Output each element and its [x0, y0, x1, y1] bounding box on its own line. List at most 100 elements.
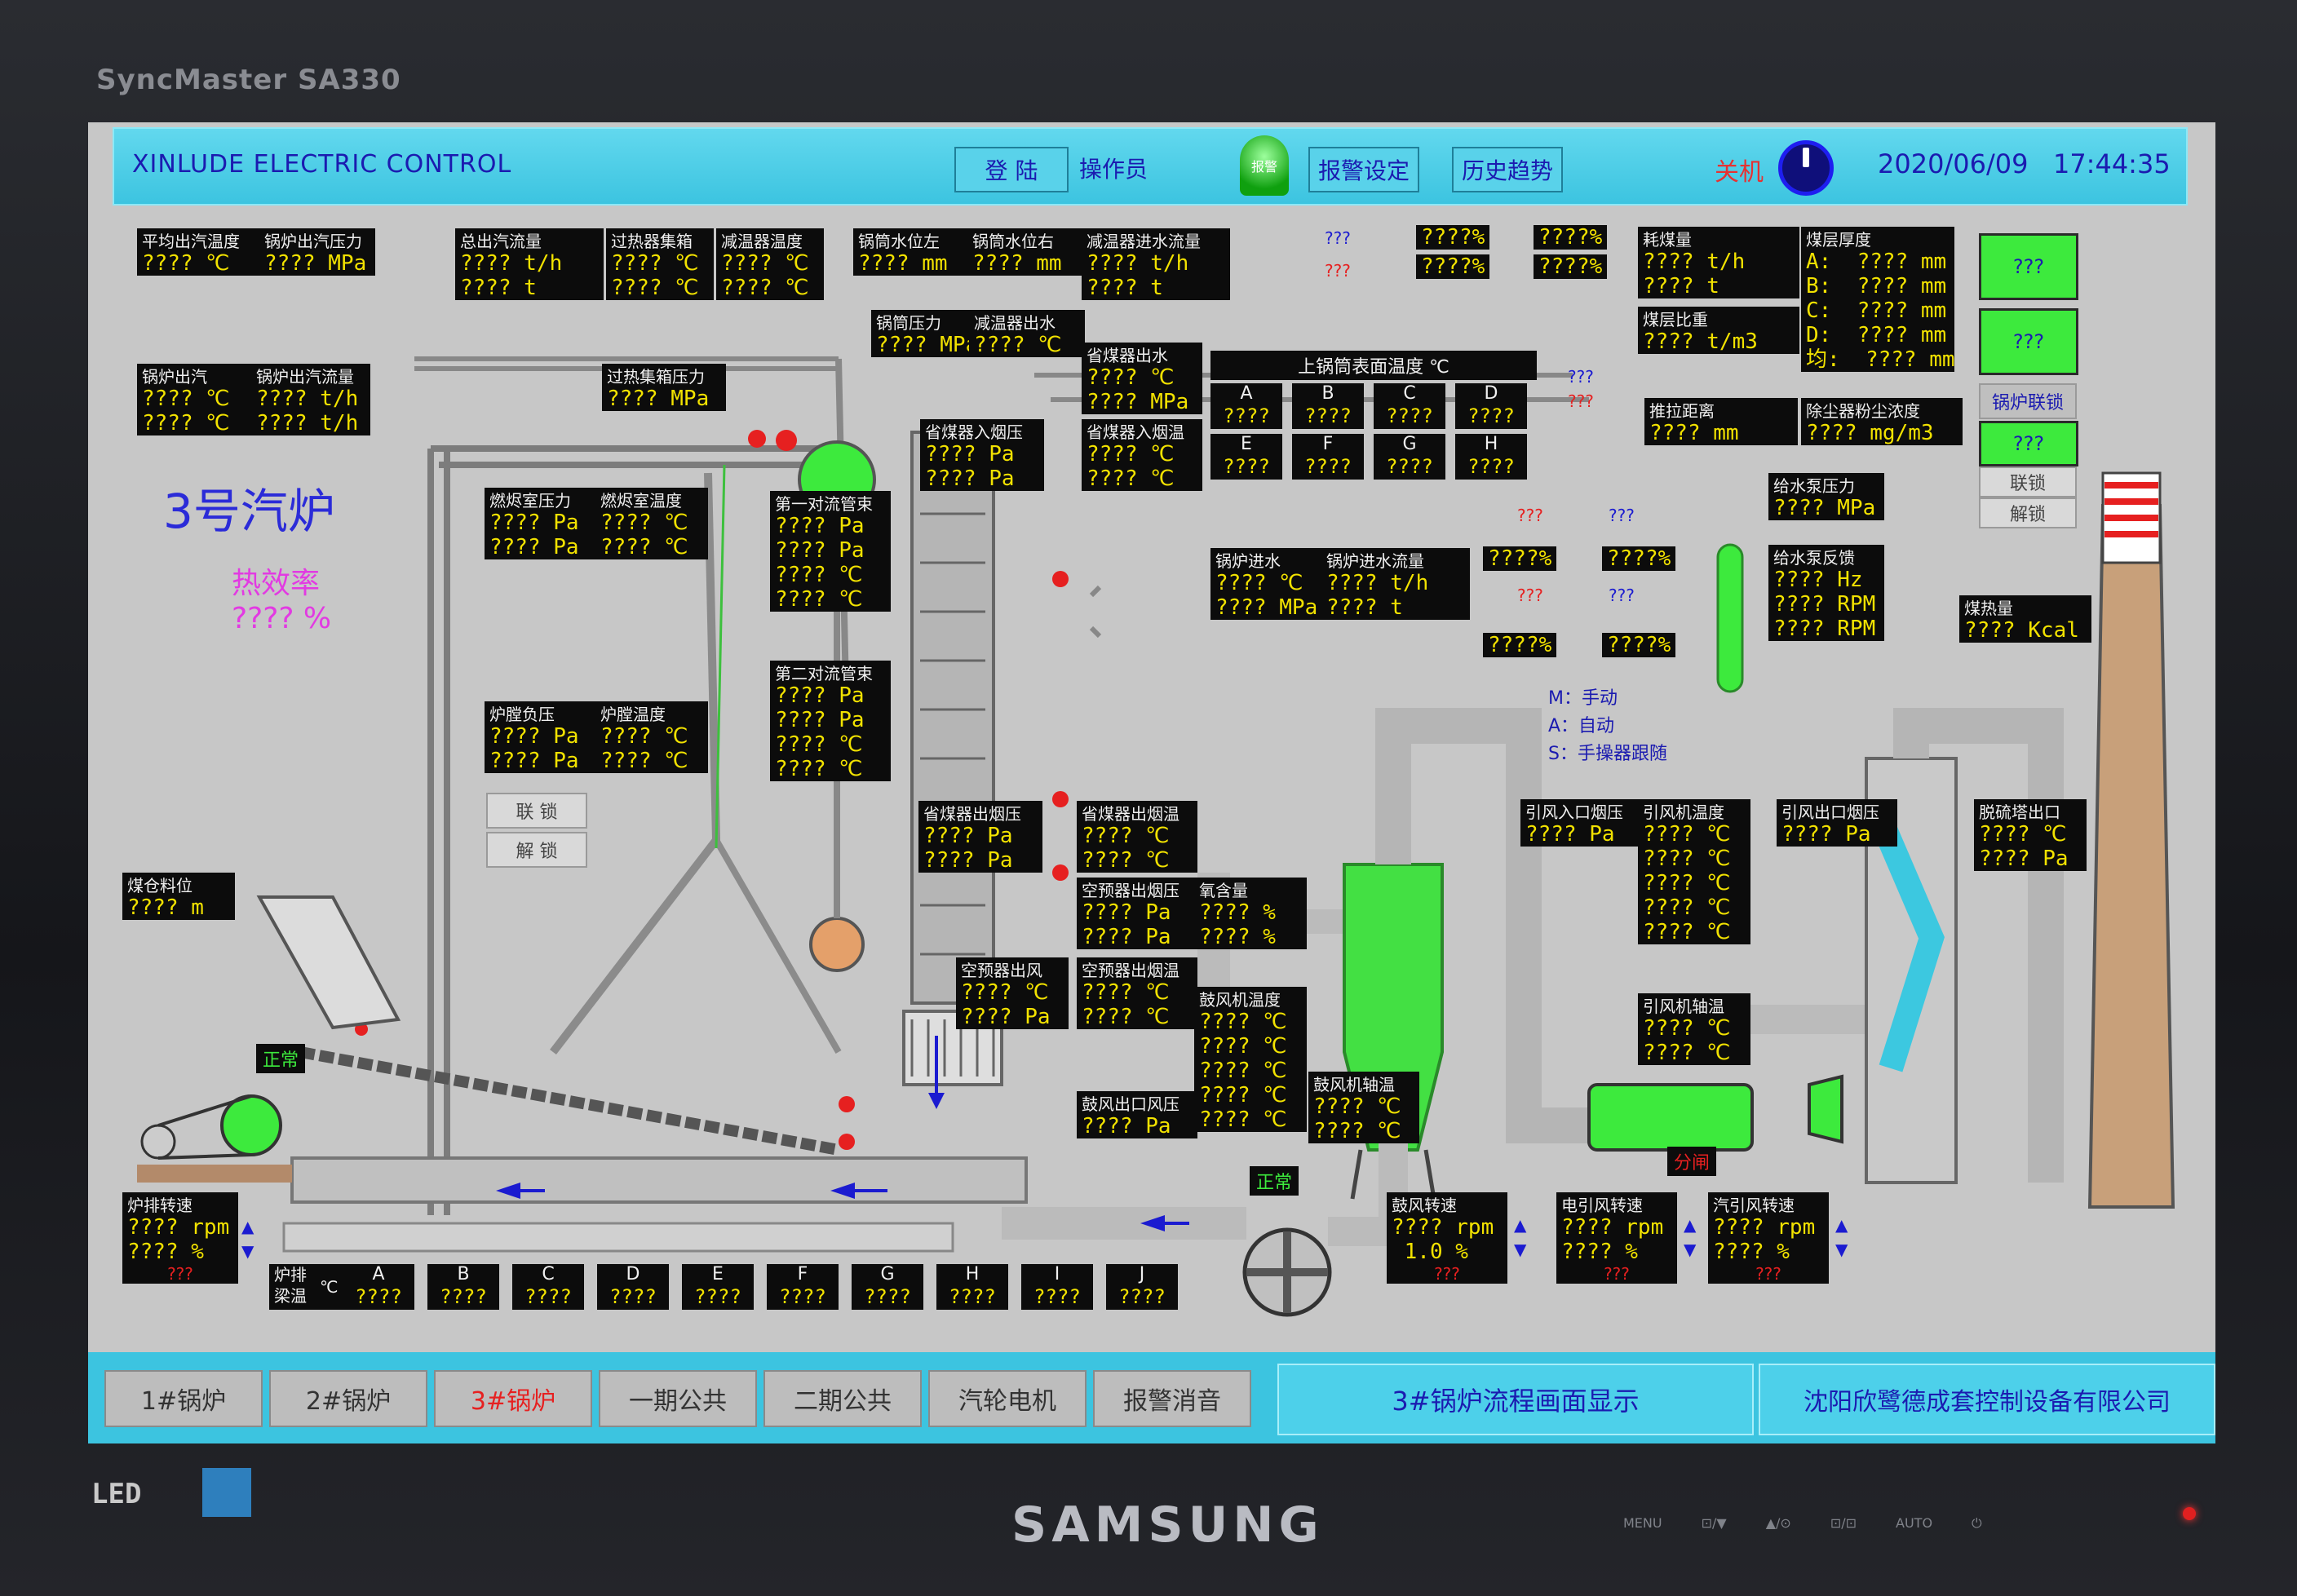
alarm-settings-button[interactable]: 报警设定 — [1308, 147, 1419, 192]
electric-id-stepper[interactable]: ▲▼ — [1684, 1215, 1702, 1259]
samsung-logo: SAMSUNG — [1011, 1497, 1324, 1554]
id-fan-temp-label: 引风机温度 — [1638, 799, 1750, 823]
coal-bunker-level-value: ???? m — [122, 895, 235, 920]
monitor-button-2[interactable]: ⊡/▼ — [1701, 1515, 1727, 1531]
id-outlet-press-value: ???? Pa — [1777, 822, 1897, 847]
fd-speed-stepper[interactable]: ▲▼ — [1514, 1215, 1532, 1259]
lock-button[interactable]: 联 锁 — [486, 793, 587, 829]
boiler-outflow-label: 锅炉出汽流量 — [251, 364, 370, 387]
up-arrow-icon[interactable]: ▲ — [241, 1217, 254, 1236]
boiler-linkage-button[interactable]: 锅炉联锁 — [1979, 383, 2077, 419]
unlock-button[interactable]: 解 锁 — [486, 832, 587, 868]
alarm-lamp-icon[interactable]: 报警 — [1240, 135, 1289, 196]
grate-alarm: ??? — [122, 1264, 238, 1284]
monitor-auto-button[interactable]: AUTO — [1896, 1515, 1933, 1531]
brand-title: XINLUDE ELECTRIC CONTROL — [132, 150, 512, 179]
down-arrow-icon[interactable]: ▼ — [1514, 1240, 1527, 1259]
superheater-header-label: 过热器集箱 — [606, 228, 714, 252]
burnout-chamber-temp-label: 燃烬室温度 — [595, 488, 708, 511]
airheater-outlet-air-value: ???? ℃ ???? Pa — [956, 980, 1069, 1029]
tab-phase1-common[interactable]: 一期公共 — [599, 1370, 757, 1427]
monitor-power-button[interactable]: ⏻ — [1972, 1515, 1982, 1531]
coal-density-label: 煤层比重 — [1638, 307, 1799, 330]
economizer-outlet-temp-label: 省煤器出烟温 — [1077, 801, 1197, 825]
fd-fan-temp-value: ???? ℃ ???? ℃ ???? ℃ ???? ℃ ???? ℃ — [1194, 1010, 1307, 1132]
datetime: 2020/06/09 17:44:35 — [1878, 148, 2171, 179]
screen-description: 3#锅炉流程画面显示 — [1277, 1364, 1754, 1435]
process-diagram: 平均出汽温度 ???? ℃ 锅炉出汽压力 ???? MPa 总出汽流量 ????… — [88, 204, 2215, 1354]
id-inlet-press-label: 引风入口烟压 — [1520, 799, 1641, 823]
monitor-button-3[interactable]: ▲/⊙ — [1765, 1515, 1791, 1531]
power-led — [2183, 1507, 2196, 1520]
coal-heat-label: 煤热量 — [1959, 595, 2091, 619]
feed-pump-feedback-label: 给水泵反馈 — [1768, 545, 1884, 568]
footer-bar: 1#锅炉 2#锅炉 3#锅炉 一期公共 二期公共 汽轮电机 报警消音 3#锅炉流… — [88, 1352, 2215, 1443]
shutdown-label[interactable]: 关机 — [1715, 158, 1764, 187]
mode-legend: M：手动 A：自动 S：手操器跟随 — [1548, 685, 1667, 768]
economizer-outwater-value: ???? ℃ ???? MPa — [1082, 365, 1202, 414]
superheat-header-press-label: 过热集箱压力 — [602, 364, 726, 387]
grate-beam-f: F???? — [767, 1264, 839, 1310]
down-arrow-icon[interactable]: ▼ — [1684, 1240, 1697, 1259]
steam-id-stepper[interactable]: ▲▼ — [1835, 1215, 1853, 1259]
coal-consumption-value: ???? t/h ???? t — [1638, 250, 1799, 298]
side-unlock-button[interactable]: 解锁 — [1979, 497, 2077, 528]
grate-beam-e: E???? — [682, 1264, 754, 1310]
monitor-button-4[interactable]: ⊡/⊡ — [1830, 1515, 1857, 1531]
desuperheater-temp-value: ???? ℃ ???? ℃ — [716, 251, 824, 300]
down-arrow-icon[interactable]: ▼ — [241, 1241, 254, 1261]
valve1-open-pct: ????% — [1416, 225, 1490, 250]
efficiency-value: ???? % — [232, 602, 332, 635]
grate-speed-label: 炉排转速 — [122, 1192, 238, 1216]
burnout-chamber-press-label: 燃烬室压力 — [485, 488, 597, 511]
monitor-model: SyncMaster SA330 — [96, 64, 401, 96]
tab-alarm-mute[interactable]: 报警消音 — [1093, 1370, 1251, 1427]
oxygen-value: ???? % ???? % — [1194, 900, 1307, 949]
side-indicator-1: ??? — [1979, 233, 2078, 300]
tab-boiler-2[interactable]: 2#锅炉 — [269, 1370, 427, 1427]
grate-speed-stepper[interactable]: ▲▼ — [241, 1217, 259, 1261]
desulf-outlet-value: ???? ℃ ???? Pa — [1974, 822, 2087, 871]
side-lock-button[interactable]: 联锁 — [1979, 466, 2077, 497]
power-icon[interactable] — [1778, 140, 1834, 196]
grate-drive-status: 正常 — [256, 1044, 306, 1073]
boiler-outlet-label: 锅炉出汽 — [137, 364, 253, 387]
grate-beam-b: B???? — [427, 1264, 499, 1310]
login-button[interactable]: 登 陆 — [954, 147, 1069, 192]
avg-outlet-temp-value: ???? ℃ — [137, 251, 261, 276]
time: 17:44:35 — [2052, 148, 2171, 179]
economizer-inlet-gas-press-value: ???? Pa ???? Pa — [920, 442, 1044, 491]
valve3-open-pct: ????% — [1483, 546, 1557, 571]
feedwater-inlet-label: 锅炉进水 — [1210, 548, 1323, 572]
push-distance-label: 推拉距离 — [1644, 398, 1798, 422]
monitor-menu-button[interactable]: MENU — [1623, 1515, 1662, 1531]
up-arrow-icon[interactable]: ▲ — [1684, 1215, 1697, 1235]
tab-boiler-1[interactable]: 1#锅炉 — [104, 1370, 263, 1427]
legend-manual: M：手动 — [1548, 688, 1618, 709]
header-bar: XINLUDE ELECTRIC CONTROL 登 陆 操作员 报警 报警设定… — [113, 127, 2188, 206]
history-trend-button[interactable]: 历史趋势 — [1452, 147, 1563, 192]
tab-phase2-common[interactable]: 二期公共 — [763, 1370, 922, 1427]
upper-drum-cell-f: F???? — [1292, 434, 1364, 480]
up-arrow-icon[interactable]: ▲ — [1514, 1215, 1527, 1235]
conv-bank-1-value: ???? Pa ???? Pa ???? ℃ ???? ℃ — [770, 514, 891, 612]
coal-bunker-level-label: 煤仓料位 — [122, 873, 235, 896]
tab-boiler-3[interactable]: 3#锅炉 — [434, 1370, 592, 1427]
upper-drum-temp-title: 上锅筒表面温度 ℃ — [1210, 351, 1537, 380]
economizer-inlet-gas-temp-value: ???? ℃ ???? ℃ — [1082, 442, 1202, 491]
upper-drum-cell-d: D???? — [1455, 383, 1527, 429]
desuperheater-temp-label: 减温器温度 — [716, 228, 824, 252]
grate-beam-unit: ℃ — [315, 1264, 347, 1310]
feedwater-flow-value: ???? t/h ???? t — [1321, 571, 1470, 620]
steam-id-speed-label: 汽引风转速 — [1708, 1192, 1829, 1216]
fd-alarm: ??? — [1387, 1264, 1507, 1284]
coal-thickness-value: A: ???? mm B: ???? mm C: ???? mm D: ????… — [1801, 250, 1955, 372]
economizer-outwater-label: 省煤器出水 — [1082, 343, 1202, 366]
tab-turbine-generator[interactable]: 汽轮电机 — [928, 1370, 1087, 1427]
up-arrow-icon[interactable]: ▲ — [1835, 1215, 1848, 1235]
upper-drum-cell-h: H???? — [1455, 434, 1527, 480]
down-arrow-icon[interactable]: ▼ — [1835, 1240, 1848, 1259]
boiler-pressure-value: ???? MPa — [259, 251, 375, 276]
steam-id-speed-value: ???? rpm ???? % — [1708, 1215, 1829, 1264]
monitor-buttons[interactable]: MENU ⊡/▼ ▲/⊙ ⊡/⊡ AUTO ⏻ — [1623, 1515, 1982, 1532]
